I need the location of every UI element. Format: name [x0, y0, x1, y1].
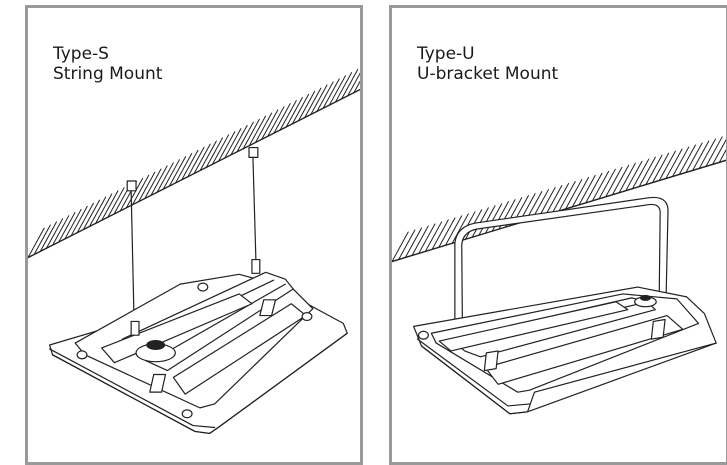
ceiling	[28, 60, 360, 257]
type-s-title-line1: Type-S	[53, 44, 109, 64]
type-u-title-line2: U-bracket Mount	[417, 64, 559, 84]
type-u-title-line1: Type-U	[417, 44, 475, 64]
light-fixture	[50, 272, 348, 433]
type-s-title-line2: String Mount	[53, 64, 163, 84]
type-s-title: Type-S String Mount	[53, 44, 162, 84]
suspension-cables	[127, 148, 260, 322]
type-u-title: Type-U U-bracket Mount	[417, 44, 558, 84]
ceiling	[392, 131, 726, 262]
u-bracket-mount-illustration	[392, 8, 726, 462]
type-u-panel: Type-U U-bracket Mount	[389, 5, 727, 465]
light-fixture	[414, 287, 717, 414]
string-mount-illustration	[28, 8, 360, 462]
type-s-panel: Type-S String Mount	[25, 5, 363, 465]
